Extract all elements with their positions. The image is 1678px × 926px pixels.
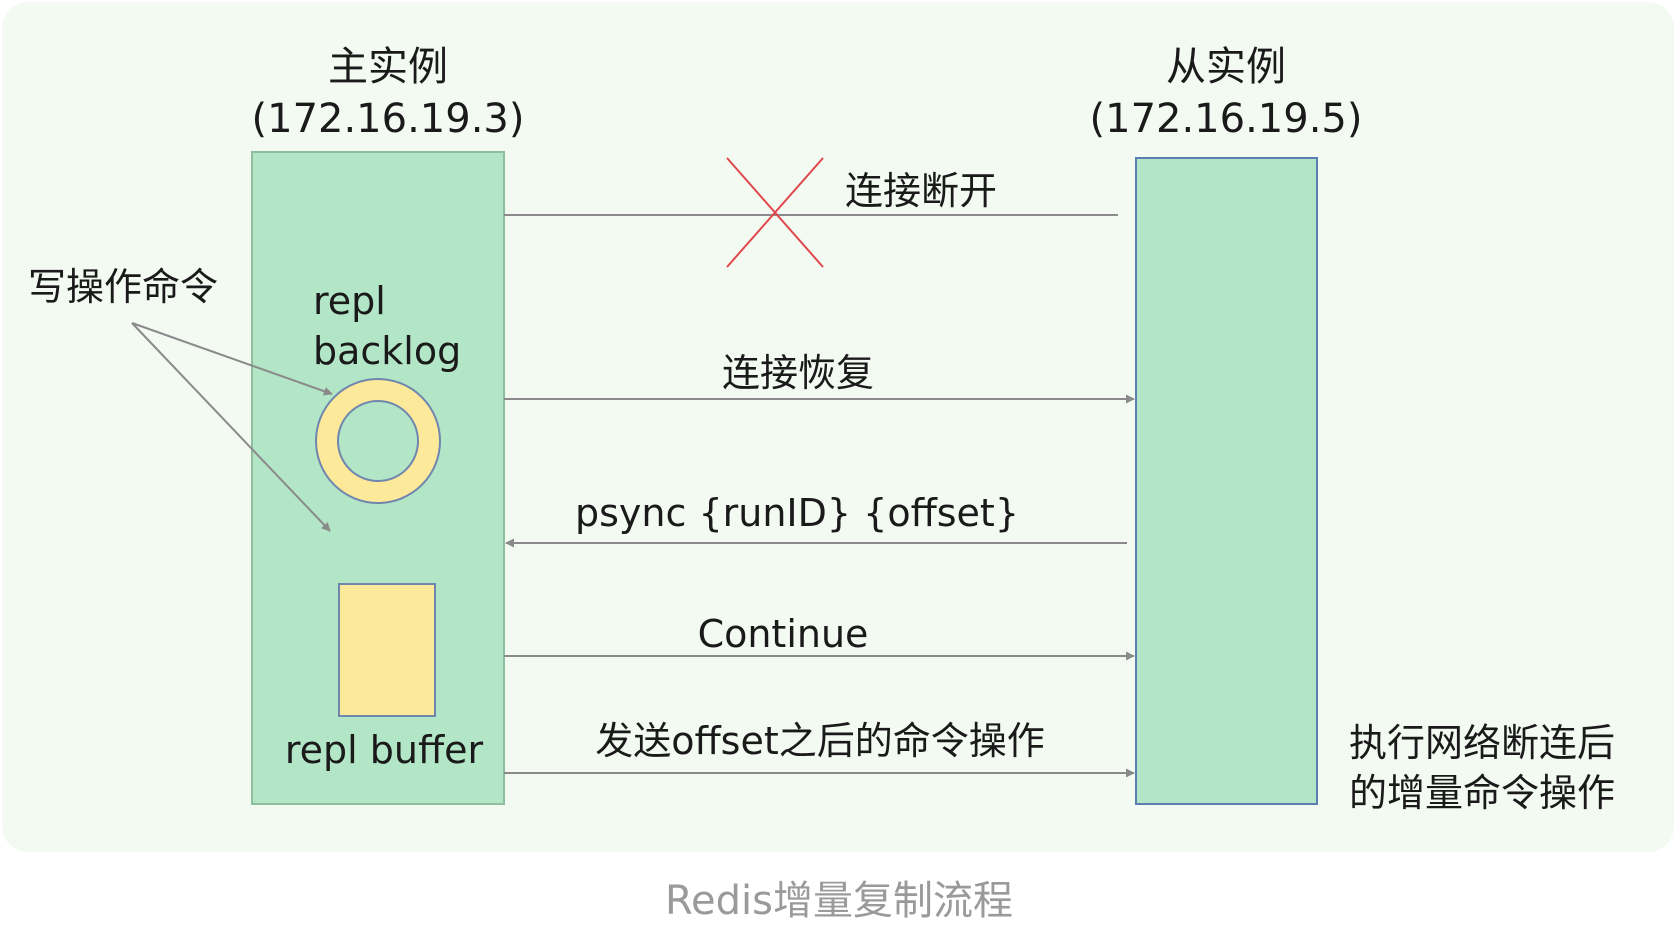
message-continue: Continue — [698, 612, 869, 656]
figure-caption: Redis增量复制流程 — [665, 878, 1013, 924]
replica-note-line2: 的增量命令操作 — [1349, 771, 1615, 815]
message-reconnect: 连接恢复 — [722, 351, 874, 395]
repl-backlog-label-line2: backlog — [313, 329, 461, 373]
message-disconnect: 连接断开 — [845, 169, 997, 213]
master-title: 主实例 — [328, 44, 448, 90]
write-ops-arrow-to-buffer — [131, 322, 331, 532]
message-psync: psync {runID} {offset} — [575, 491, 1019, 535]
replica-note-line1: 执行网络断连后 — [1349, 721, 1615, 765]
replica-instance-box — [1135, 157, 1318, 805]
replica-ip: (172.16.19.5) — [1090, 96, 1363, 142]
repl-buffer-block — [338, 583, 436, 717]
repl-buffer-label: repl buffer — [285, 728, 484, 772]
master-ip: (172.16.19.3) — [252, 96, 525, 142]
repl-backlog-ring-icon — [315, 378, 441, 504]
write-ops-label: 写操作命令 — [28, 265, 218, 309]
replica-title: 从实例 — [1166, 44, 1286, 90]
message-send-commands: 发送offset之后的命令操作 — [595, 719, 1045, 763]
repl-backlog-label-line1: repl — [313, 279, 386, 323]
write-ops-arrow-to-backlog — [131, 322, 333, 396]
cross-icon — [726, 157, 824, 268]
